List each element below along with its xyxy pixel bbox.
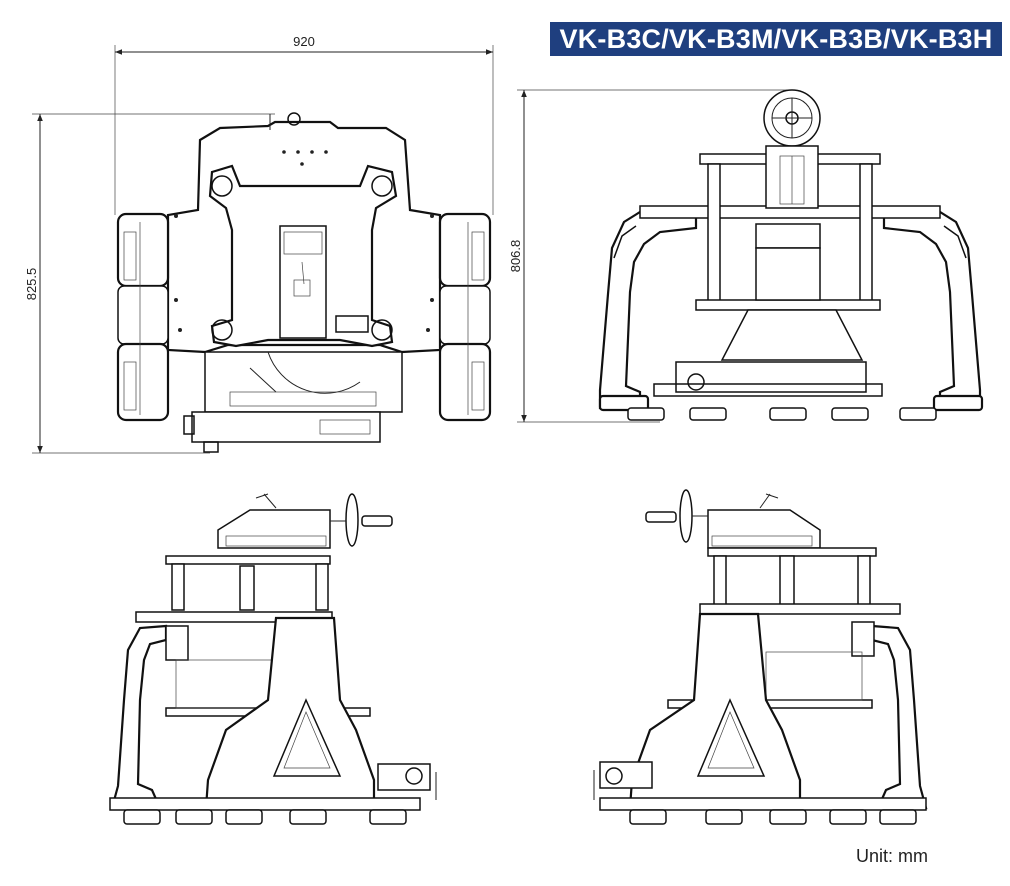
top-view: 920 825.5 <box>24 34 494 454</box>
dimension-height-top-label: 825.5 <box>24 268 39 301</box>
dimension-height-top: 825.5 <box>24 113 275 454</box>
front-view: 806.8 <box>508 89 984 423</box>
dimension-height-front: 806.8 <box>508 89 790 423</box>
model-title: VK-B3C/VK-B3M/VK-B3B/VK-B3H <box>550 22 1002 56</box>
right-side-view <box>593 489 928 825</box>
unit-label: Unit: mm <box>856 846 928 866</box>
dimension-width-label: 920 <box>293 34 315 49</box>
dimension-width: 920 <box>114 34 494 215</box>
left-side-view <box>109 493 437 825</box>
dimension-height-front-label: 806.8 <box>508 240 523 273</box>
